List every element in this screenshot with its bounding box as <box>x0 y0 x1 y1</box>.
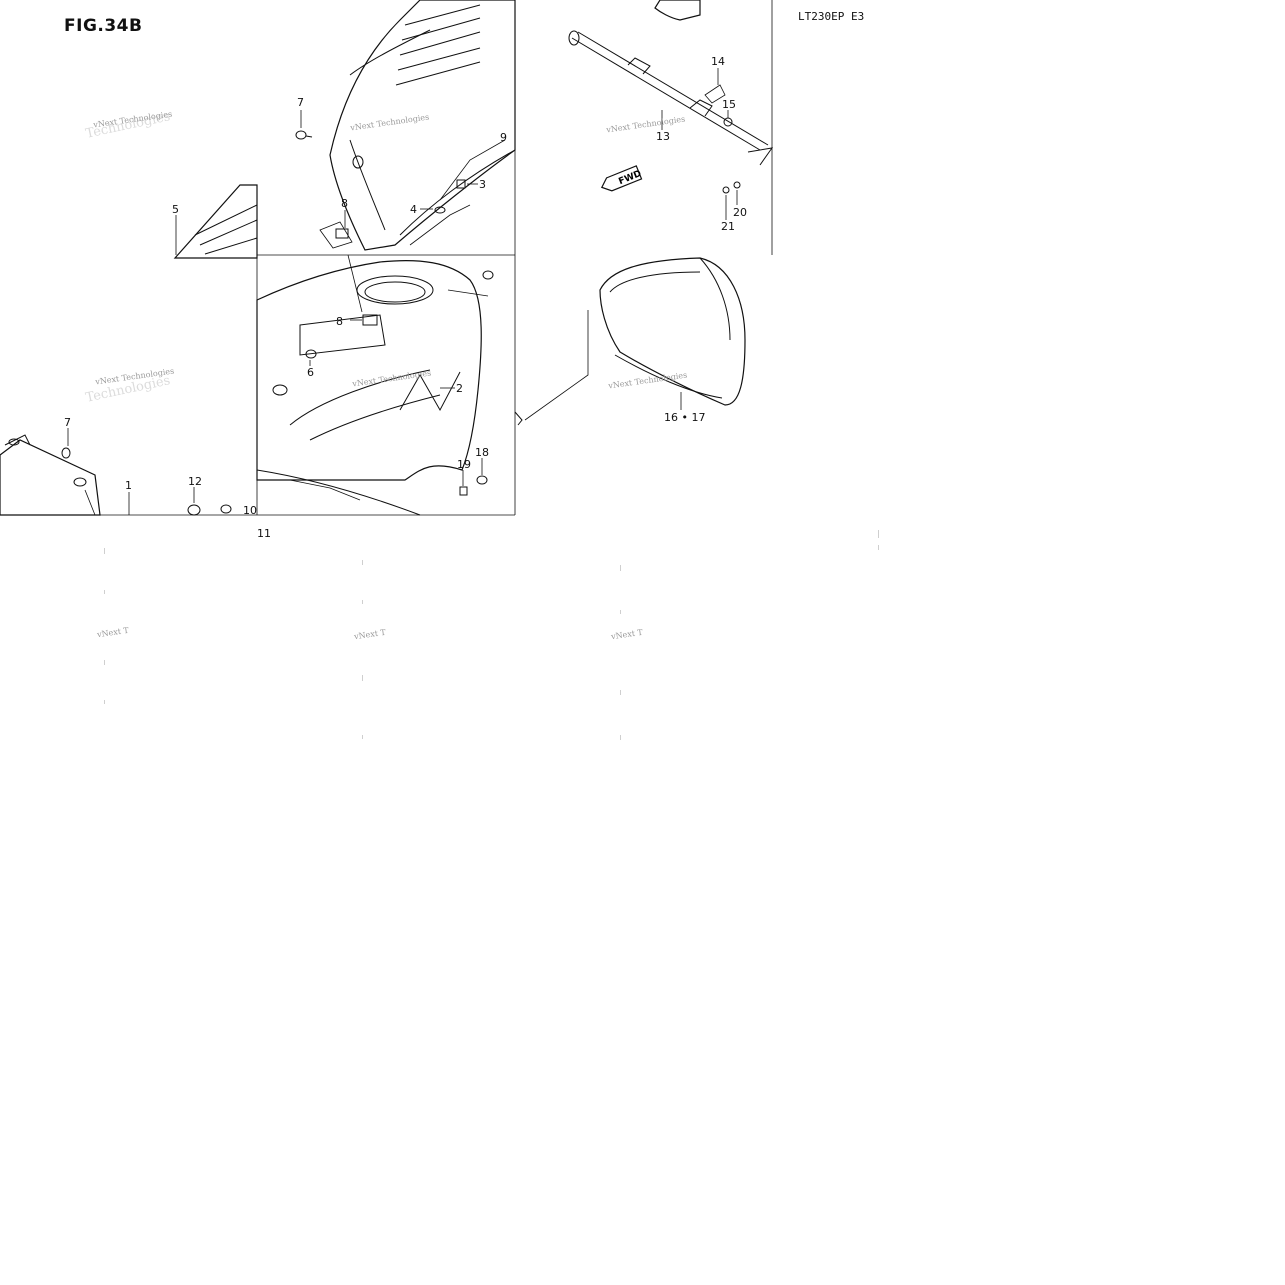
callout-10: 10 <box>243 504 257 517</box>
callout-14: 14 <box>711 55 725 68</box>
callout-13: 13 <box>656 130 670 143</box>
scan-specks <box>104 530 879 740</box>
callouts: 7 3 4 9 5 8 8 6 2 7 1 12 10 11 19 18 13 … <box>64 55 747 540</box>
figure-label: FIG.34B <box>64 16 143 36</box>
callout-1: 1 <box>125 479 132 492</box>
callout-7-top: 7 <box>297 96 304 109</box>
callout-15: 15 <box>722 98 736 111</box>
model-code: LT230EP E3 <box>798 10 865 23</box>
callout-8-upper: 8 <box>341 197 348 210</box>
callout-2: 2 <box>456 382 463 395</box>
callout-5: 5 <box>172 203 179 216</box>
front-fender <box>0 434 101 516</box>
callout-6: 6 <box>307 366 314 379</box>
callout-12: 12 <box>188 475 202 488</box>
callout-16-17: 16 • 17 <box>664 411 705 424</box>
front-fender-piece <box>173 184 258 259</box>
callout-20: 20 <box>733 206 747 219</box>
callout-19: 19 <box>457 458 471 471</box>
hardware <box>61 130 494 516</box>
callout-11: 11 <box>257 527 271 540</box>
fuel-tank-cover <box>256 260 482 516</box>
callout-3: 3 <box>479 178 486 191</box>
callout-7-bottom: 7 <box>64 416 71 429</box>
side-cover <box>514 257 746 426</box>
rear-fender-upper <box>319 0 516 251</box>
callout-18: 18 <box>475 446 489 459</box>
leader-lines <box>67 68 738 515</box>
callout-21: 21 <box>721 220 735 233</box>
fwd-arrow-icon: FWD <box>600 165 643 192</box>
callout-4: 4 <box>410 203 417 216</box>
callout-8-lower: 8 <box>336 315 343 328</box>
rack-bar <box>568 0 774 194</box>
callout-9: 9 <box>500 131 507 144</box>
